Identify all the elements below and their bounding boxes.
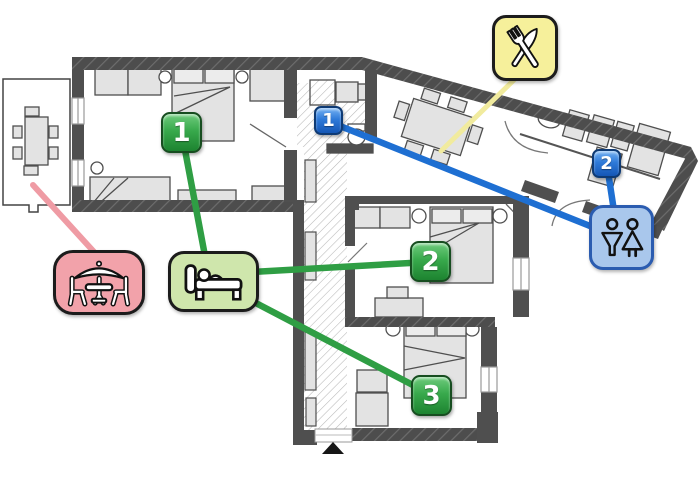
bedroom-2-badge: 2 bbox=[410, 241, 451, 282]
bedroom-1-furniture bbox=[89, 65, 289, 209]
bed-icon bbox=[184, 263, 243, 301]
entrance-arrow bbox=[322, 442, 344, 454]
bedroom-3-badge: 3 bbox=[411, 375, 452, 416]
windows bbox=[71, 97, 530, 393]
sleeping-legend bbox=[168, 251, 259, 312]
wc-icon bbox=[601, 217, 644, 258]
bathroom-2-badge: 2 bbox=[592, 149, 621, 178]
patio-table-icon bbox=[67, 260, 131, 307]
fork-knife-icon bbox=[506, 24, 539, 68]
balcony-table bbox=[12, 106, 59, 176]
bedroom-1-badge: 1 bbox=[161, 112, 202, 153]
entrance bbox=[314, 428, 353, 454]
terrace-legend bbox=[53, 250, 145, 315]
dining-legend bbox=[492, 15, 558, 81]
balcony bbox=[2, 78, 71, 213]
bathroom-1-badge: 1 bbox=[314, 106, 343, 135]
restroom-legend bbox=[589, 205, 654, 270]
